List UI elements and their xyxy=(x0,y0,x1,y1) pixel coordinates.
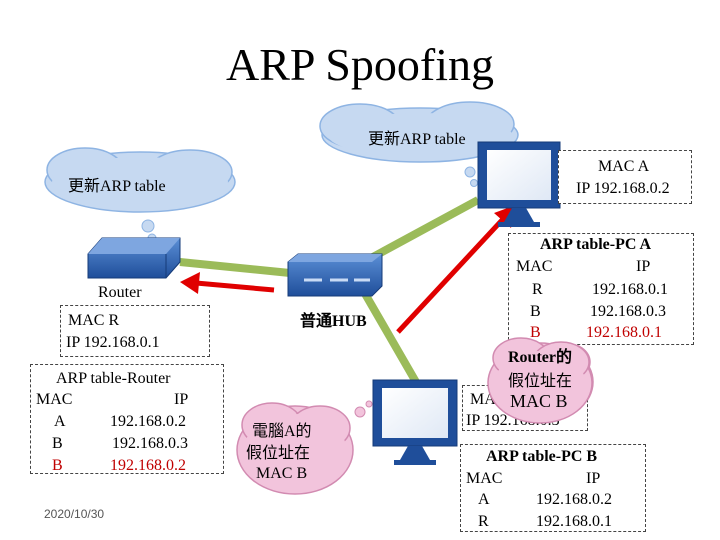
pc-a-row1-ip: 192.168.0.1 xyxy=(592,281,668,298)
pc-b-col-mac: MAC xyxy=(466,470,503,487)
pc-a-row3-mac: B xyxy=(530,324,541,341)
cloud-router-line2: 假位址在 xyxy=(508,373,573,390)
cables xyxy=(179,196,480,385)
cloud-top xyxy=(319,101,519,187)
cloud-top-text: 更新ARP table xyxy=(368,131,466,148)
cloud-pc-b-spoof xyxy=(236,400,373,495)
cloud-pc-b-line2: 假位址在 xyxy=(246,445,311,462)
pc-a-ip: IP 192.168.0.2 xyxy=(576,180,670,197)
pc-b-row2-mac: R xyxy=(478,513,489,530)
cloud-pc-b-line3: MAC B xyxy=(256,465,308,482)
router-row1-ip: 192.168.0.2 xyxy=(110,413,186,430)
pc-a-col-ip: IP xyxy=(636,258,651,275)
pc-a-arp-table xyxy=(508,233,694,345)
cable-hub-pca xyxy=(358,196,480,268)
pc-b-row1-ip: 192.168.0.2 xyxy=(536,491,612,508)
page-title: ARP Spoofing xyxy=(226,39,494,90)
pc-a-table-title: ARP table-PC A xyxy=(540,236,652,253)
router-row2-mac: B xyxy=(52,435,63,452)
slide-date: 2020/10/30 xyxy=(44,507,105,521)
cloud-router-line3: MAC B xyxy=(510,391,568,411)
cloud-left xyxy=(44,147,236,243)
pc-b-row2-ip: 192.168.0.1 xyxy=(536,513,612,530)
router-arp-table xyxy=(30,364,224,474)
pc-b-row1-mac: A xyxy=(478,491,490,508)
pc-a-col-mac: MAC xyxy=(516,258,553,275)
pc-a-row2-ip: 192.168.0.3 xyxy=(590,303,666,320)
pc-b-monitor-icon xyxy=(372,379,458,465)
pc-a-row1-mac: R xyxy=(532,281,543,298)
router-label: Router xyxy=(98,284,142,301)
hub-icon xyxy=(287,253,383,297)
router-mac: MAC R xyxy=(68,312,120,329)
pc-b-arp-table xyxy=(460,444,646,532)
pc-a-monitor-icon xyxy=(477,141,561,227)
cloud-router-line1: Router的 xyxy=(508,349,572,366)
router-row2-ip: 192.168.0.3 xyxy=(112,435,188,452)
router-icon xyxy=(87,237,181,279)
pc-b-col-ip: IP xyxy=(586,470,601,487)
cable-hub-pcb xyxy=(360,289,420,385)
cloud-pc-b-line1: 電腦A的 xyxy=(252,423,312,440)
router-row3-mac: B xyxy=(52,457,63,474)
router-col-mac: MAC xyxy=(36,391,73,408)
router-row1-mac: A xyxy=(54,413,66,430)
pc-a-info-box xyxy=(558,150,692,204)
pc-a-mac: MAC A xyxy=(598,158,650,175)
pc-b-table-title: ARP table-PC B xyxy=(486,448,598,465)
router-col-ip: IP xyxy=(174,391,189,408)
pc-a-row3-ip: 192.168.0.1 xyxy=(586,324,662,341)
cable-router-hub xyxy=(179,258,291,277)
router-info-box xyxy=(60,305,210,357)
router-row3-ip: 192.168.0.2 xyxy=(110,457,186,474)
hub-label: 普通HUB xyxy=(300,313,367,330)
cloud-left-text: 更新ARP table xyxy=(68,178,166,195)
router-table-title: ARP table-Router xyxy=(56,370,171,387)
pc-a-row2-mac: B xyxy=(530,303,541,320)
router-ip: IP 192.168.0.1 xyxy=(66,334,160,351)
